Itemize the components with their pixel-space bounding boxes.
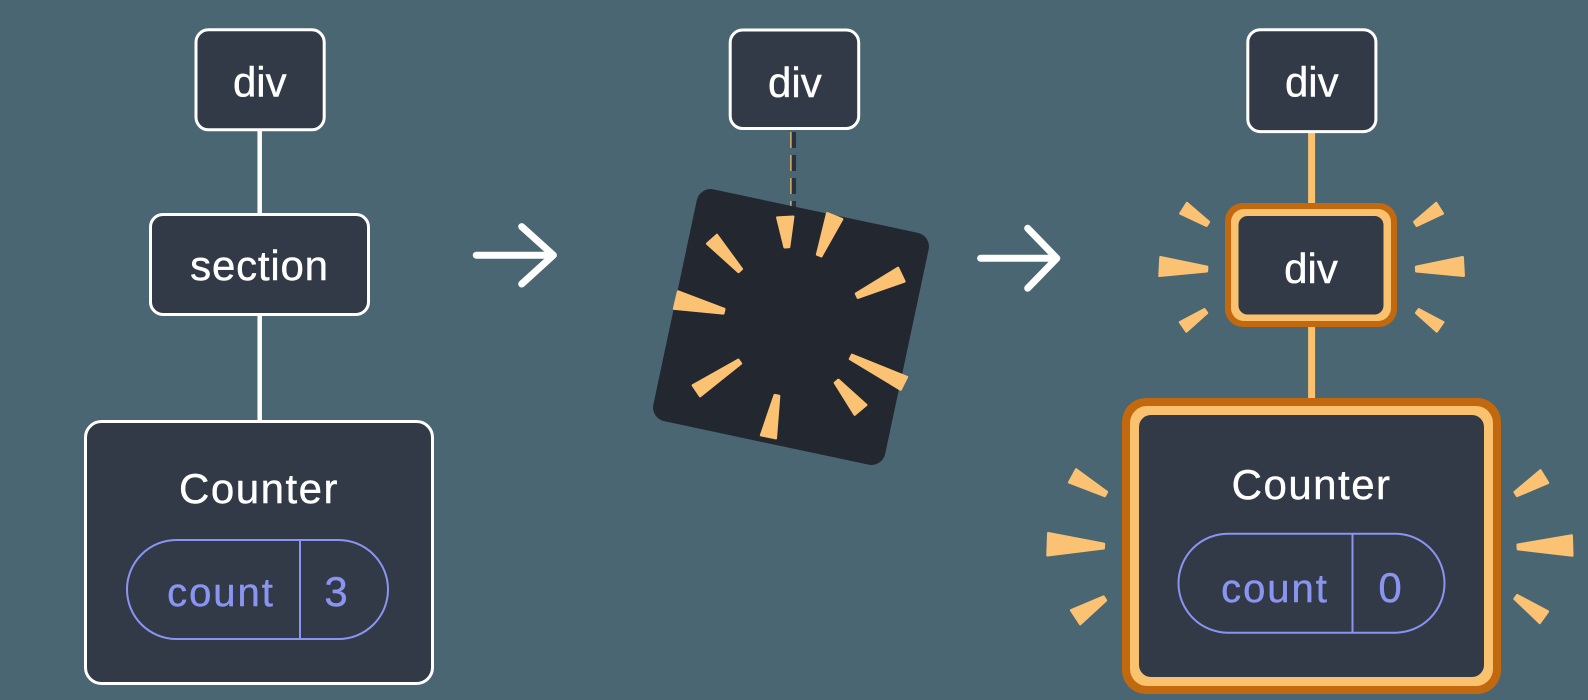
svg-text:0: 0 [1378, 564, 1401, 611]
svg-text:div: div [1284, 245, 1338, 292]
svg-text:count: count [167, 571, 275, 615]
svg-text:Counter: Counter [179, 465, 339, 512]
svg-text:count: count [1221, 567, 1329, 611]
svg-text:div: div [233, 59, 287, 106]
svg-text:div: div [768, 59, 822, 106]
svg-text:div: div [1285, 59, 1339, 106]
svg-text:section: section [190, 242, 329, 289]
svg-text:3: 3 [324, 568, 347, 615]
svg-text:Counter: Counter [1232, 461, 1392, 508]
